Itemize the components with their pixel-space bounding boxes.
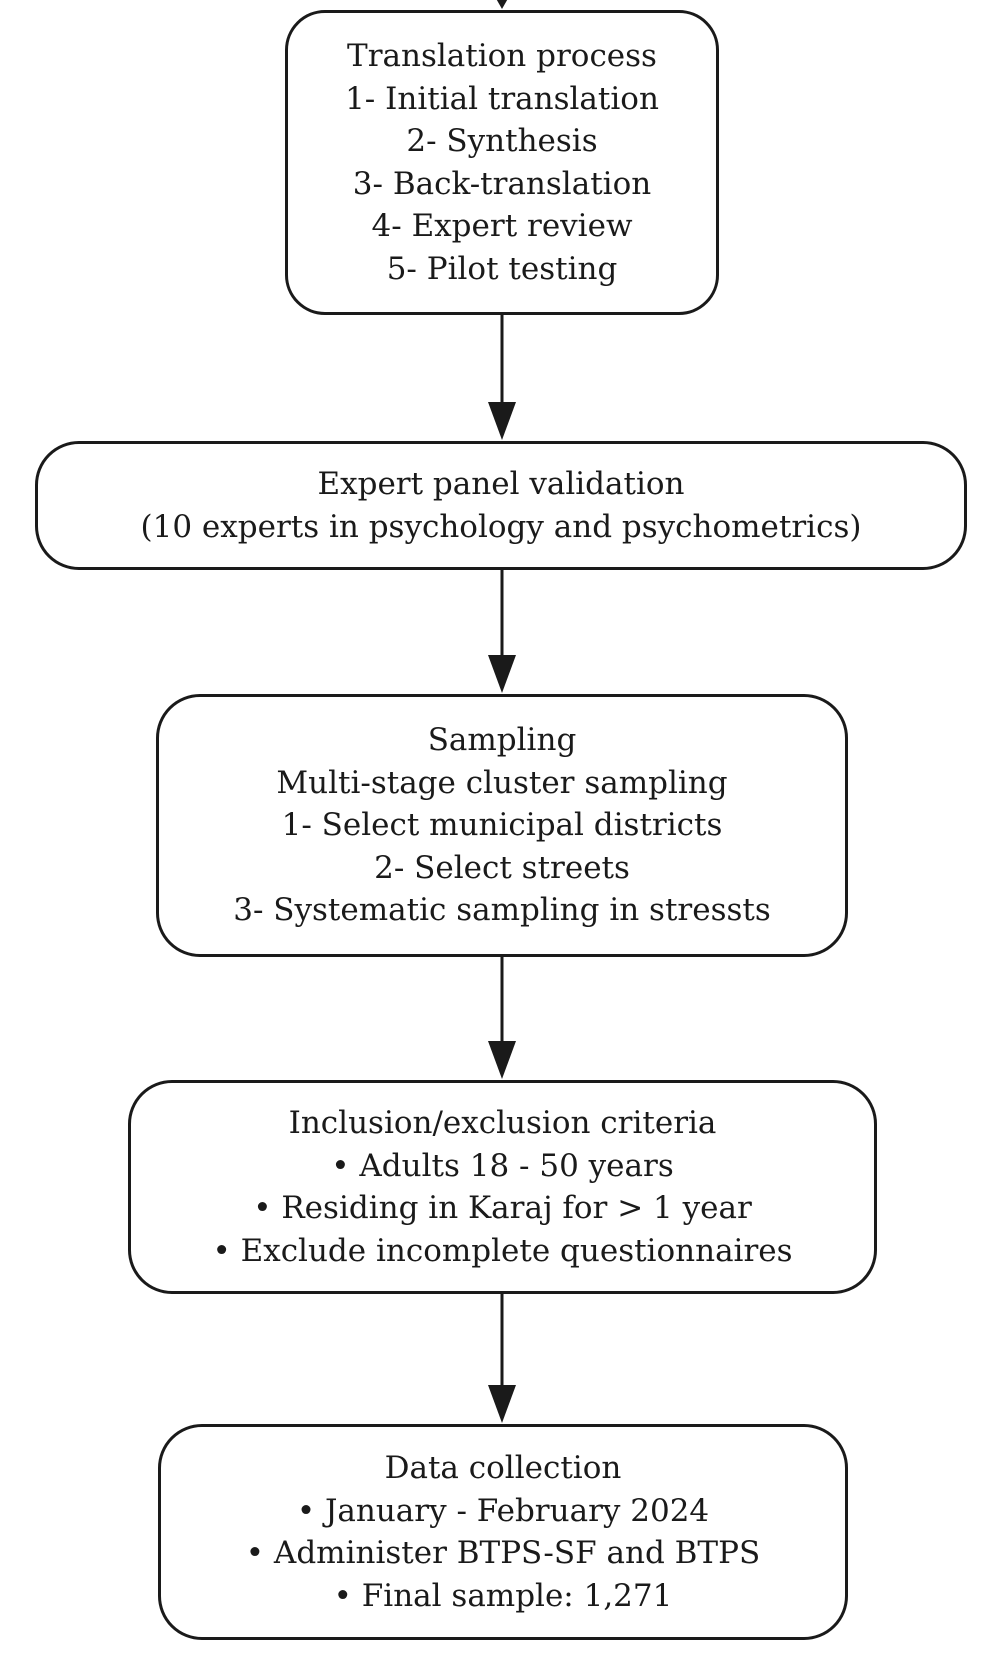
step-initial-translation: 1- Initial translation <box>345 80 659 117</box>
arrow-translation-to-expert-panel <box>488 315 516 440</box>
translation-process-box: Translation process 1- Initial translati… <box>285 10 719 315</box>
inclusion-exclusion-box: Inclusion/exclusion criteria • Adults 18… <box>128 1080 877 1294</box>
arrow-head <box>496 0 508 9</box>
arrow-incoming-to-translation <box>496 0 508 9</box>
step-synthesis: 2- Synthesis <box>406 123 598 159</box>
arrow-head <box>488 655 516 693</box>
arrow-sampling-to-criteria <box>488 957 516 1079</box>
arrow-criteria-to-data-collection <box>488 1294 516 1423</box>
criterion-age: • Adults 18 - 50 years <box>331 1147 674 1184</box>
box-title: Inclusion/exclusion criteria <box>288 1105 717 1141</box>
box-title: Sampling <box>427 722 577 759</box>
arrow-head <box>488 1041 516 1079</box>
box-title: Data collection <box>384 1450 622 1486</box>
sampling-method: Multi-stage cluster sampling <box>276 764 728 801</box>
step-pilot-testing: 5- Pilot testing <box>386 250 618 287</box>
panel-description: (10 experts in psychology and psychometr… <box>140 508 862 545</box>
data-collection-box: Data collection • January - February 202… <box>158 1424 848 1640</box>
box-title: Expert panel validation <box>317 466 685 502</box>
step-select-streets: 2- Select streets <box>374 849 630 886</box>
step-back-translation: 3- Back-translation <box>352 165 652 202</box>
criterion-residence: • Residing in Karaj for > 1 year <box>253 1190 752 1226</box>
sampling-box: Sampling Multi-stage cluster sampling 1-… <box>156 694 848 957</box>
box-title: Translation process <box>347 38 657 74</box>
final-sample: • Final sample: 1,271 <box>333 1577 673 1614</box>
collection-period: • January - February 2024 <box>296 1492 710 1529</box>
step-expert-review: 4- Expert review <box>371 208 633 244</box>
arrow-head <box>488 1385 516 1423</box>
criterion-exclusion: • Exclude incomplete questionnaires <box>212 1232 793 1269</box>
expert-panel-box: Expert panel validation (10 experts in p… <box>35 441 967 570</box>
collection-instruments: • Administer BTPS-SF and BTPS <box>245 1535 761 1571</box>
step-select-districts: 1- Select municipal districts <box>281 807 723 844</box>
arrow-expert-panel-to-sampling <box>488 570 516 693</box>
arrow-head <box>488 402 516 440</box>
step-systematic-sampling: 3- Systematic sampling in stressts <box>233 892 771 929</box>
